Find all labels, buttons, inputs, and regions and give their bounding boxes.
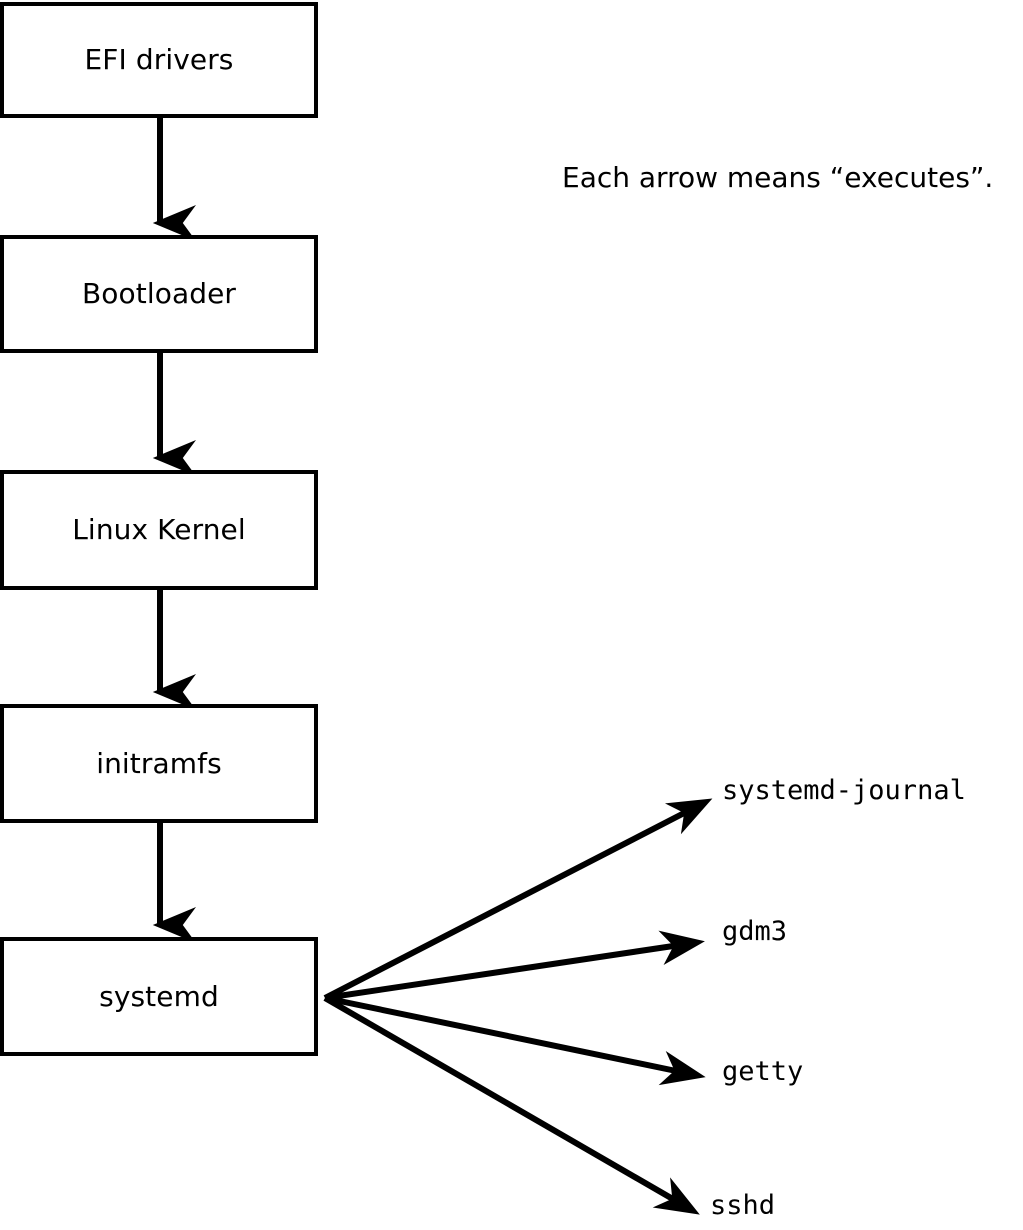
node-efi-drivers[interactable]: EFI drivers: [0, 2, 318, 118]
node-label-initramfs: initramfs: [96, 746, 222, 780]
node-label-systemd: systemd: [99, 979, 219, 1013]
node-bootloader[interactable]: Bootloader: [0, 235, 318, 353]
edge-systemd-to-getty: [324, 995, 706, 1086]
node-linux-kernel[interactable]: Linux Kernel: [0, 470, 318, 590]
leaf-label-systemd-journal: systemd-journal: [722, 775, 966, 806]
edge-systemd-to-sshd: [323, 995, 700, 1215]
diagram-caption: Each arrow means “executes”.: [562, 161, 994, 194]
node-initramfs[interactable]: initramfs: [0, 704, 318, 823]
leaf-label-gdm3: gdm3: [722, 916, 788, 947]
node-label-bootloader: Bootloader: [81, 277, 237, 310]
leaf-label-getty: getty: [722, 1056, 804, 1087]
node-label-efi-drivers: EFI drivers: [84, 43, 234, 76]
edge-systemd-to-gdm3: [324, 930, 705, 1001]
edge-systemd-to-journal: [323, 798, 713, 1001]
node-label-linux-kernel: Linux Kernel: [72, 513, 246, 546]
node-systemd[interactable]: systemd: [0, 937, 318, 1056]
leaf-label-sshd: sshd: [710, 1190, 776, 1221]
